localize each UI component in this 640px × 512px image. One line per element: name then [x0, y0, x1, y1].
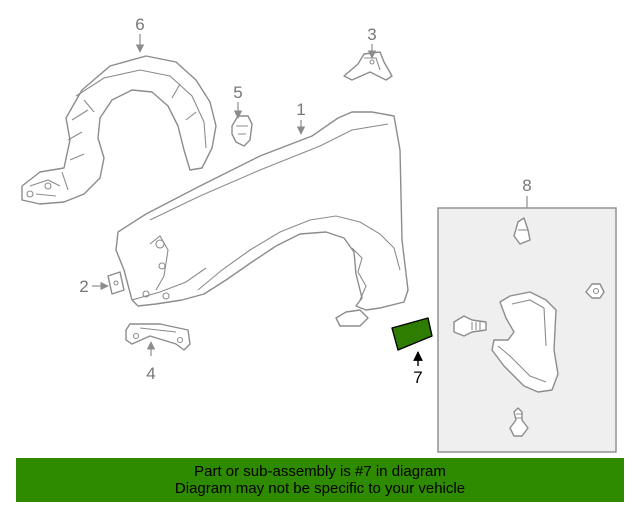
callout-7[interactable]: 7	[413, 368, 422, 387]
push-clip-top[interactable]	[513, 217, 531, 245]
parts-diagram: 6 3 5 1 2 4 7 8	[21, 15, 617, 453]
front-fender-part[interactable]	[115, 111, 409, 327]
leader-lines	[92, 34, 528, 366]
banner-line-1: Part or sub-assembly is #7 in diagram	[194, 463, 446, 480]
mud-guard-part[interactable]	[491, 291, 559, 393]
screw-bottom[interactable]	[509, 407, 529, 437]
callout-8[interactable]: 8	[522, 176, 531, 195]
highlighted-part-7[interactable]	[391, 317, 433, 351]
screw-left[interactable]	[453, 315, 487, 337]
info-banner: Part or sub-assembly is #7 in diagram Di…	[16, 458, 624, 502]
callout-5[interactable]: 5	[233, 83, 242, 102]
callout-2[interactable]: 2	[79, 277, 88, 296]
callout-4[interactable]: 4	[146, 364, 155, 383]
lower-bracket-part[interactable]	[125, 323, 191, 351]
callout-1[interactable]: 1	[296, 100, 305, 119]
banner-line-2: Diagram may not be specific to your vehi…	[174, 480, 466, 497]
screw-right[interactable]	[585, 283, 605, 299]
fender-liner-part[interactable]	[21, 55, 217, 205]
fender-bracket-part[interactable]	[343, 51, 393, 81]
fender-clip-part[interactable]	[231, 115, 253, 147]
fender-clip-small-part[interactable]	[107, 271, 125, 295]
callout-6[interactable]: 6	[135, 15, 144, 34]
callout-3[interactable]: 3	[367, 25, 376, 44]
